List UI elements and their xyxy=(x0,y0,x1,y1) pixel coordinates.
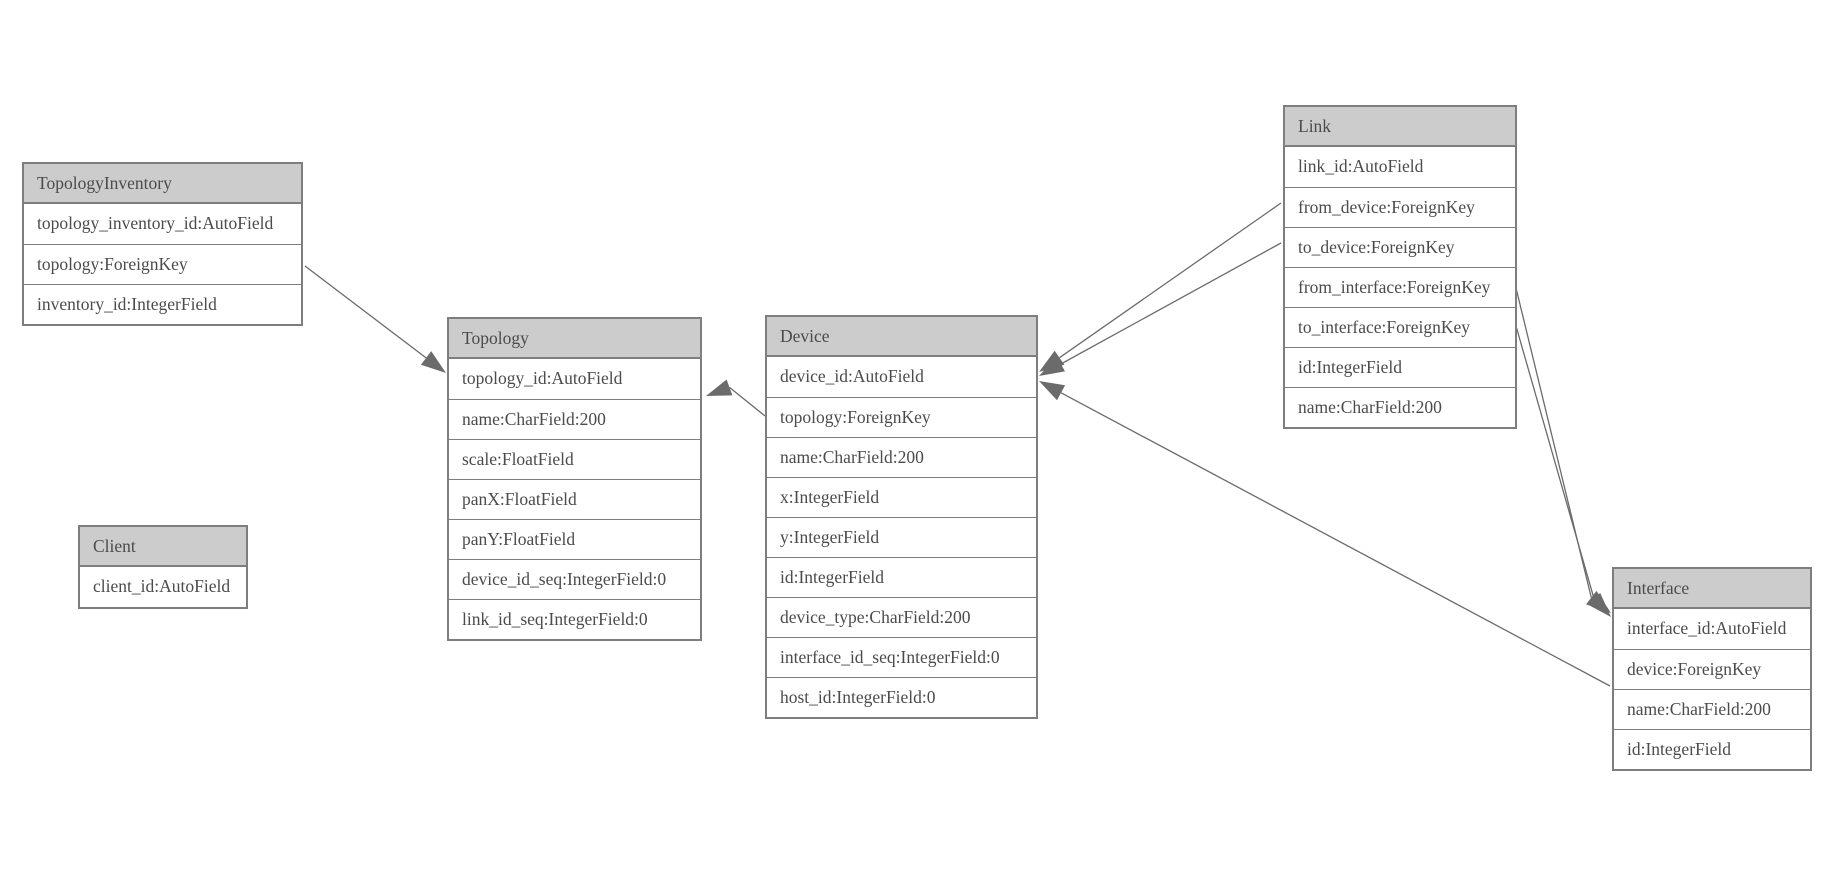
field-row: topology:ForeignKey xyxy=(24,244,301,284)
entity-title: TopologyInventory xyxy=(24,164,301,204)
entity-title: Link xyxy=(1285,107,1515,147)
field-row: to_device:ForeignKey xyxy=(1285,227,1515,267)
relationship-line xyxy=(1515,325,1595,599)
field-row: x:IntegerField xyxy=(767,477,1036,517)
field-row: device_id_seq:IntegerField:0 xyxy=(449,559,700,599)
field-row: panY:FloatField xyxy=(449,519,700,559)
field-row: device:ForeignKey xyxy=(1614,649,1810,689)
field-row: id:IntegerField xyxy=(767,557,1036,597)
field-row: host_id:IntegerField:0 xyxy=(767,677,1036,717)
relationship-link-from_device-to-device-pk xyxy=(1039,202,1282,372)
relationship-device-topology-to-topology-pk xyxy=(706,379,766,417)
field-row: from_device:ForeignKey xyxy=(1285,187,1515,227)
relationship-line xyxy=(1060,392,1611,687)
field-row: client_id:AutoField xyxy=(80,567,246,607)
field-row: from_interface:ForeignKey xyxy=(1285,267,1515,307)
entity-title: Interface xyxy=(1614,569,1810,609)
relationship-link-to_device-to-device-pk xyxy=(1039,242,1282,376)
field-row: to_interface:ForeignKey xyxy=(1285,307,1515,347)
field-row: interface_id:AutoField xyxy=(1614,609,1810,649)
field-row: link_id:AutoField xyxy=(1285,147,1515,187)
field-row: topology_id:AutoField xyxy=(449,359,700,399)
field-row: device_type:CharField:200 xyxy=(767,597,1036,637)
field-row: topology:ForeignKey xyxy=(767,397,1036,437)
relationship-line xyxy=(1060,242,1282,365)
entity-title: Topology xyxy=(449,319,700,359)
arrowhead xyxy=(1039,381,1066,401)
field-row: link_id_seq:IntegerField:0 xyxy=(449,599,700,639)
relationship-topologyinventory-topology-to-topology-pk xyxy=(304,265,446,373)
field-row: id:IntegerField xyxy=(1285,347,1515,387)
arrowhead xyxy=(420,351,446,373)
relationship-line xyxy=(729,386,766,417)
field-row: panX:FloatField xyxy=(449,479,700,519)
field-row: inventory_id:IntegerField xyxy=(24,284,301,324)
arrowhead xyxy=(1587,592,1611,617)
field-row: topology_inventory_id:AutoField xyxy=(24,204,301,244)
entity-title: Device xyxy=(767,317,1036,357)
relationship-interface-device-to-device-pk xyxy=(1039,381,1611,687)
arrowhead xyxy=(1039,350,1065,372)
field-row: interface_id_seq:IntegerField:0 xyxy=(767,637,1036,677)
arrowhead xyxy=(1039,356,1065,376)
relationship-link-to_interface-to-interface-pk xyxy=(1515,325,1611,617)
relationship-line xyxy=(1059,202,1282,359)
relationship-line xyxy=(304,265,427,359)
field-row: name:CharField:200 xyxy=(1285,387,1515,427)
field-row: name:CharField:200 xyxy=(767,437,1036,477)
relationship-link-from_interface-to-interface-pk xyxy=(1515,287,1611,613)
field-row: scale:FloatField xyxy=(449,439,700,479)
field-row: y:IntegerField xyxy=(767,517,1036,557)
field-row: name:CharField:200 xyxy=(1614,689,1810,729)
field-row: device_id:AutoField xyxy=(767,357,1036,397)
arrowhead xyxy=(706,379,733,396)
field-row: id:IntegerField xyxy=(1614,729,1810,769)
field-row: name:CharField:200 xyxy=(449,399,700,439)
entity-title: Client xyxy=(80,527,246,567)
